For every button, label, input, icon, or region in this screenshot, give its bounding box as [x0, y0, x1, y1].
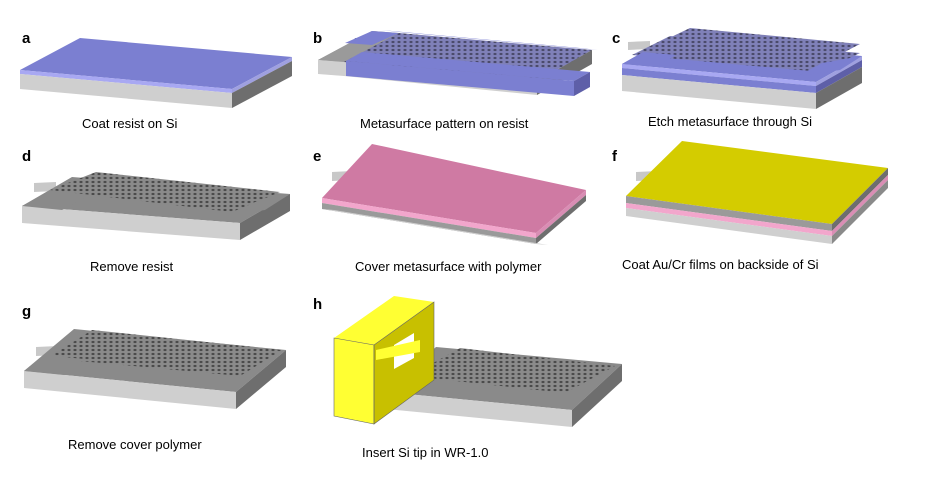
panel-g-label: g [22, 303, 32, 320]
panel-e-label: e [313, 148, 322, 165]
panel-b-resist [345, 30, 598, 96]
panel-g-illustration [24, 329, 286, 409]
panel-a-caption: Coat resist on Si [82, 116, 178, 131]
panel-c-caption: Etch metasurface through Si [648, 114, 813, 129]
panel-g-caption: Remove cover polymer [68, 437, 202, 452]
panel-h-illustration [333, 296, 622, 427]
panel-d-caption: Remove resist [90, 259, 174, 274]
panel-h-label: h [313, 296, 323, 313]
panel-b-label: b [313, 30, 323, 47]
panel-b-caption: Metasurface pattern on resist [360, 116, 529, 131]
panel-c-illustration [622, 28, 862, 109]
panel-e-illustration [322, 144, 586, 245]
panel-c-label: c [612, 30, 621, 47]
panel-a-illustration [20, 38, 292, 108]
panel-f-illustration [626, 141, 888, 244]
panel-a-label: a [22, 30, 31, 47]
panel-f-caption: Coat Au/Cr films on backside of Si [622, 257, 819, 272]
panel-f-label: f [612, 148, 617, 165]
panel-d-illustration [22, 172, 290, 240]
panel-d-label: d [22, 148, 32, 165]
panel-h-caption: Insert Si tip in WR-1.0 [362, 445, 489, 460]
panel-e-caption: Cover metasurface with polymer [355, 259, 542, 274]
